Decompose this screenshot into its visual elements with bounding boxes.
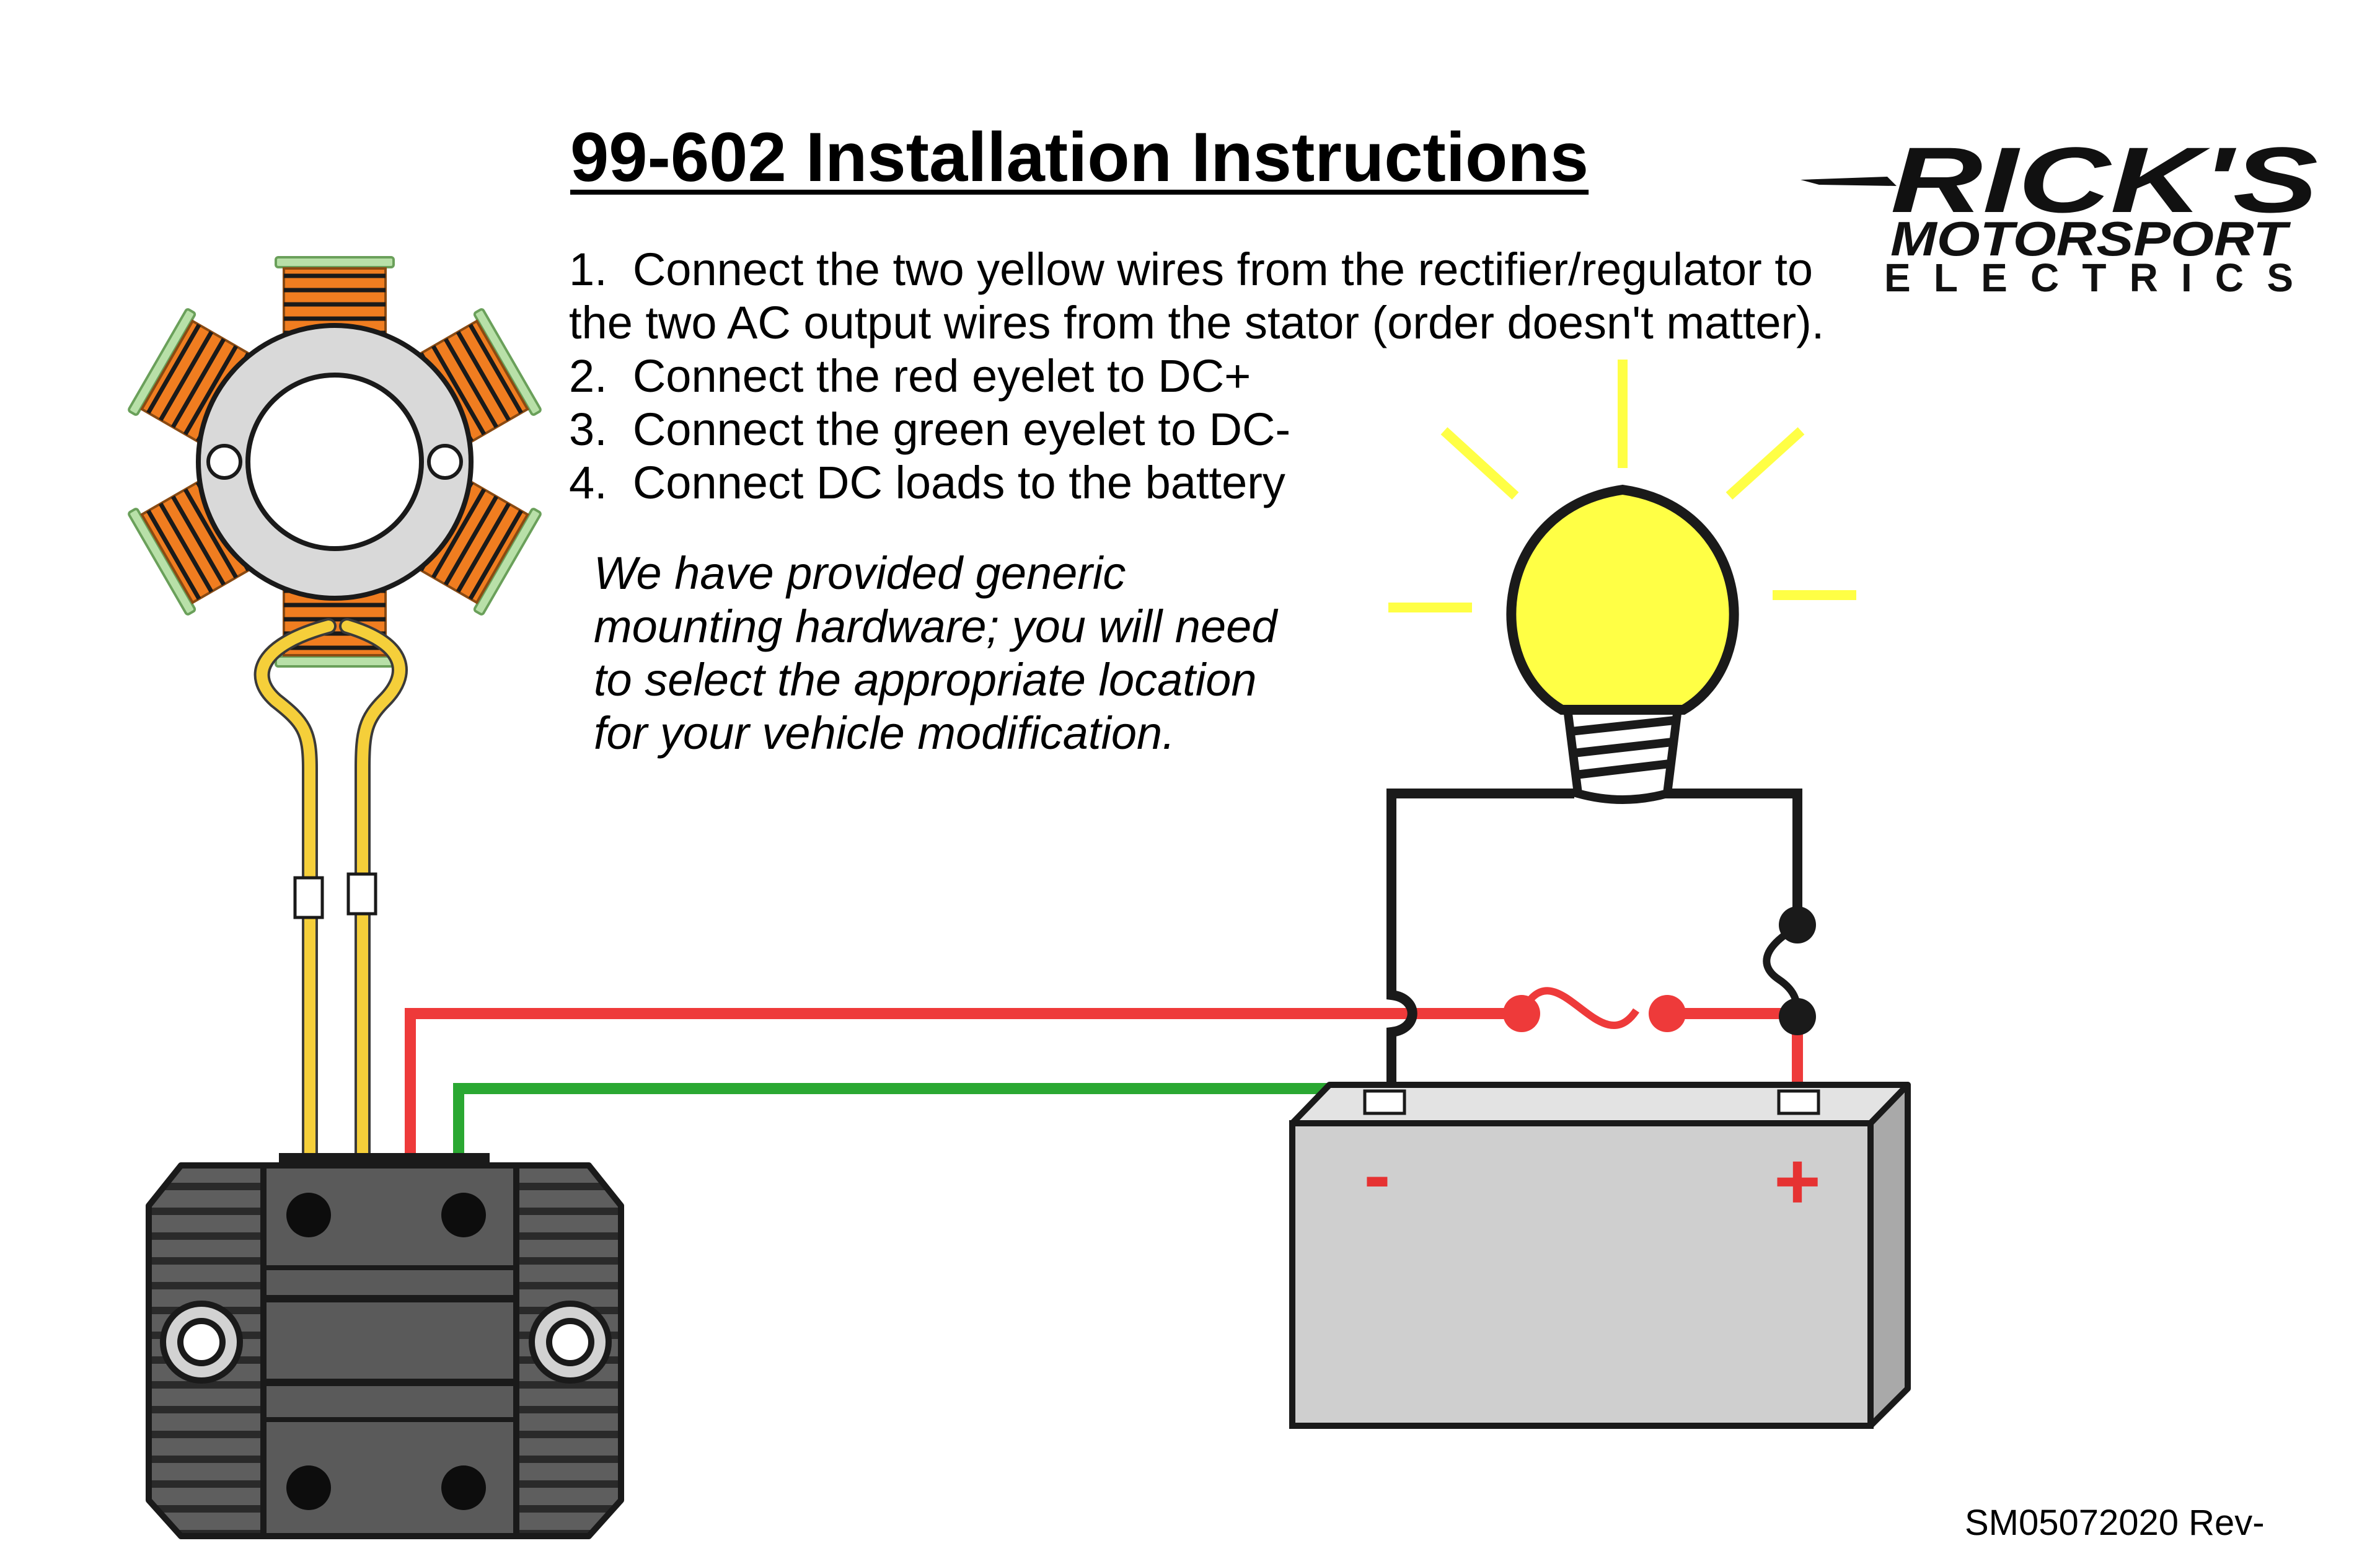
stator-coil	[410, 475, 542, 616]
step-number: 1.	[569, 244, 607, 295]
ac-wire-left-fill	[256, 621, 334, 1165]
step-number: 4.	[569, 457, 607, 508]
note-line: for your vehicle modification.	[594, 707, 1175, 759]
battery-negative-label: -	[1364, 1129, 1390, 1220]
step-text: Connect the red eyelet to DC+	[632, 350, 1251, 402]
battery-positive-terminal	[1777, 1089, 1820, 1115]
rectifier-regulator-icon	[146, 1153, 624, 1539]
instruction-step-1: 1. Connect the two yellow wires from the…	[569, 243, 1945, 296]
logo-line2: MOTORSPORT	[1890, 211, 2291, 266]
instruction-step-1-continuation: the two AC output wires from the stator …	[569, 297, 1825, 348]
step-number: 2.	[569, 350, 607, 402]
instruction-step-2: 2. Connect the red eyelet to DC+	[569, 350, 1945, 403]
instruction-step-4: 4. Connect DC loads to the battery	[569, 456, 1945, 510]
page-title: 99-602 Installation Instructions	[570, 118, 1589, 196]
note-line: mounting hardware; you will need	[594, 601, 1277, 652]
battery-icon: - +	[1289, 1082, 1911, 1429]
step-text: Connect DC loads to the battery	[632, 457, 1285, 508]
note-line: We have provided generic	[594, 547, 1126, 599]
ac-connector-left	[293, 876, 324, 919]
ac-wire-right-fill	[342, 621, 405, 1165]
stator-coil	[128, 308, 259, 448]
revision-code: SM05072020 Rev-	[1965, 1503, 2265, 1543]
negative-wire	[453, 1083, 1385, 1159]
battery-positive-label: +	[1774, 1136, 1821, 1226]
instruction-list: 1. Connect the two yellow wires from the…	[569, 243, 1945, 510]
mounting-note: We have provided generic mounting hardwa…	[594, 547, 1375, 760]
ricks-motorsport-logo: RICK'S MOTORSPORT ELECTRICS	[1800, 128, 2318, 300]
stator-coil	[128, 475, 259, 616]
light-ray	[1440, 427, 1519, 500]
logo-brand: RICK'S	[1890, 128, 2318, 232]
battery-negative-terminal	[1363, 1089, 1406, 1115]
step-text: Connect the two yellow wires from the re…	[632, 244, 1814, 295]
light-rays	[1388, 360, 1856, 612]
fuse-icon	[1503, 987, 1686, 1032]
logo-line3: ELECTRICS	[1884, 255, 2293, 300]
ac-connector-right	[346, 872, 377, 916]
light-ray	[1726, 427, 1805, 500]
instruction-step-3: 3. Connect the green eyelet to DC-	[569, 403, 1945, 456]
note-line: to select the appropriate location	[594, 654, 1257, 705]
ac-output-wires	[253, 618, 408, 1167]
light-bulb-icon	[1388, 360, 1856, 804]
load-wires	[1386, 789, 1816, 1097]
step-number: 3.	[569, 404, 607, 455]
step-text: Connect the green eyelet to DC-	[632, 404, 1291, 455]
stator-icon	[128, 256, 542, 668]
